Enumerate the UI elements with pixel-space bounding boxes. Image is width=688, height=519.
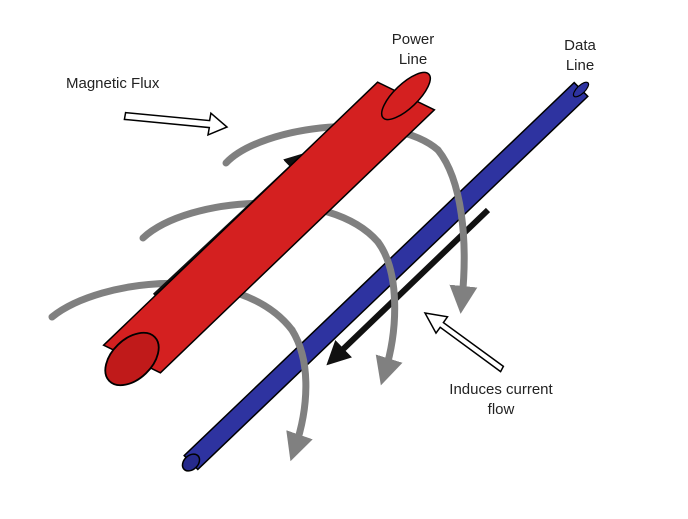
power-line-near-end [104, 331, 160, 387]
data-line-far-end [572, 81, 590, 98]
data-line-cable [181, 81, 590, 472]
data-line-label-line2: Line [565, 57, 595, 74]
magnetic-flux-label: Magnetic Flux [66, 75, 160, 92]
induces-current-callout-arrow [423, 312, 505, 373]
induces-current-label-line2: flow [487, 401, 515, 418]
flux-loop-2-front [374, 238, 403, 386]
induces-current-label-line1: Induces current [449, 381, 553, 398]
power-line-far-end [380, 71, 432, 121]
power-line-cable [102, 71, 436, 387]
magnetic-flux-callout-arrow [123, 111, 229, 137]
flux-loop-1-back [222, 122, 442, 167]
flux-loop-3-front [286, 326, 313, 462]
data-line-near-end [181, 453, 201, 472]
data-line-label-line1: Data [564, 37, 596, 54]
power-line-label-line1: Power [391, 31, 435, 48]
power-line-label-line2: Line [398, 51, 428, 68]
flux-loop-1-front [434, 146, 478, 314]
flux-loops-front [286, 146, 478, 462]
